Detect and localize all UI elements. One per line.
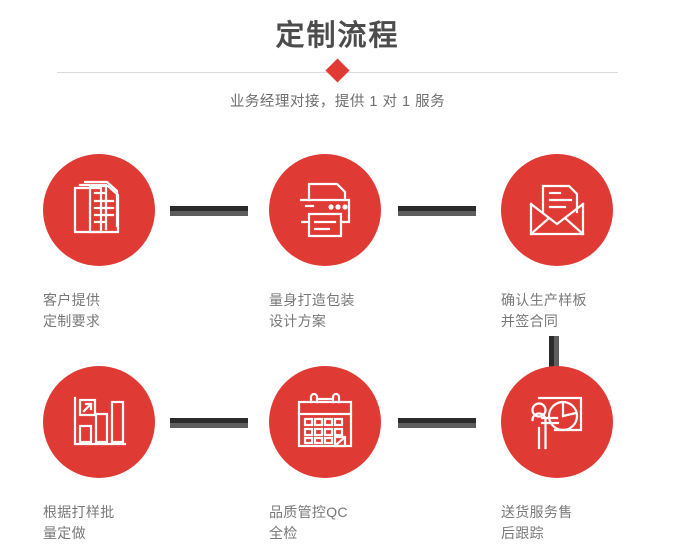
connector-bar-light — [170, 211, 248, 216]
flow-step-5-circle — [269, 366, 381, 478]
connector-bar-dark — [398, 206, 476, 211]
process-flow-diagram: 客户提供 定制要求 量身打造包装 设计方案 — [0, 130, 675, 550]
flow-step-3-label-line2: 并签合同 — [501, 313, 559, 329]
connector-bar-light — [398, 211, 476, 216]
flow-step-5-label-line1: 品质管控QC — [269, 504, 348, 520]
flow-step-2-label-line1: 量身打造包装 — [269, 292, 355, 308]
flow-step-6-label-line1: 送货服务售 — [501, 504, 573, 520]
flow-step-3-label-line1: 确认生产样板 — [501, 292, 587, 308]
presenter-chart-icon — [531, 396, 583, 450]
flow-step-6-circle — [501, 366, 613, 478]
flow-step-3-label: 确认生产样板 并签合同 — [501, 290, 621, 332]
flow-step-6[interactable]: 送货服务售 后跟踪 — [477, 366, 637, 544]
connector-step1-to-step2 — [170, 206, 248, 216]
connector-bar-light — [170, 423, 248, 428]
connector-step2-to-step3 — [398, 206, 476, 216]
flow-step-5[interactable]: 品质管控QC 全检 — [245, 366, 405, 544]
flow-step-4-label-line2: 量定做 — [43, 525, 86, 541]
flow-step-2-label: 量身打造包装 设计方案 — [269, 290, 389, 332]
connector-bar-dark — [170, 206, 248, 211]
connector-step4-to-step5 — [170, 418, 248, 428]
flow-step-1-label-line2: 定制要求 — [43, 313, 101, 329]
flow-step-1-label-line1: 客户提供 — [43, 292, 101, 308]
flow-step-6-label: 送货服务售 后跟踪 — [501, 502, 621, 544]
connector-bar-dark — [398, 418, 476, 423]
connector-bar-light — [554, 336, 559, 368]
calendar-check-icon — [297, 392, 353, 448]
connector-bar-dark — [170, 418, 248, 423]
flow-step-5-label: 品质管控QC 全检 — [269, 502, 389, 544]
flow-step-1-label: 客户提供 定制要求 — [43, 290, 163, 332]
bar-chart-growth-icon — [73, 396, 127, 446]
flow-step-5-label-line2: 全检 — [269, 525, 298, 541]
flow-step-1[interactable]: 客户提供 定制要求 — [19, 154, 179, 332]
page-subtitle: 业务经理对接，提供 1 对 1 服务 — [229, 94, 446, 110]
printer-icon — [299, 182, 351, 238]
envelope-letter-icon — [529, 184, 585, 236]
flow-step-3[interactable]: 确认生产样板 并签合同 — [477, 154, 637, 332]
page-title: 定制流程 — [275, 20, 400, 52]
flow-step-4-circle — [43, 366, 155, 478]
flow-step-3-circle — [501, 154, 613, 266]
flow-step-2-label-line2: 设计方案 — [269, 313, 327, 329]
documents-stack-icon — [73, 180, 120, 234]
flow-step-4-label: 根据打样批 量定做 — [43, 502, 163, 544]
connector-step3-to-step6 — [549, 336, 559, 368]
flow-step-2-circle — [269, 154, 381, 266]
flow-step-2[interactable]: 量身打造包装 设计方案 — [245, 154, 405, 332]
connector-step5-to-step6 — [398, 418, 476, 428]
page-header: 定制流程 业务经理对接，提供 1 对 1 服务 — [0, 0, 675, 130]
flow-step-4[interactable]: 根据打样批 量定做 — [19, 366, 179, 544]
flow-step-1-circle — [43, 154, 155, 266]
connector-bar-dark — [549, 336, 554, 368]
flow-step-6-label-line2: 后跟踪 — [501, 525, 544, 541]
diamond-marker-icon — [325, 58, 350, 83]
flow-step-4-label-line1: 根据打样批 — [43, 504, 115, 520]
connector-bar-light — [398, 423, 476, 428]
